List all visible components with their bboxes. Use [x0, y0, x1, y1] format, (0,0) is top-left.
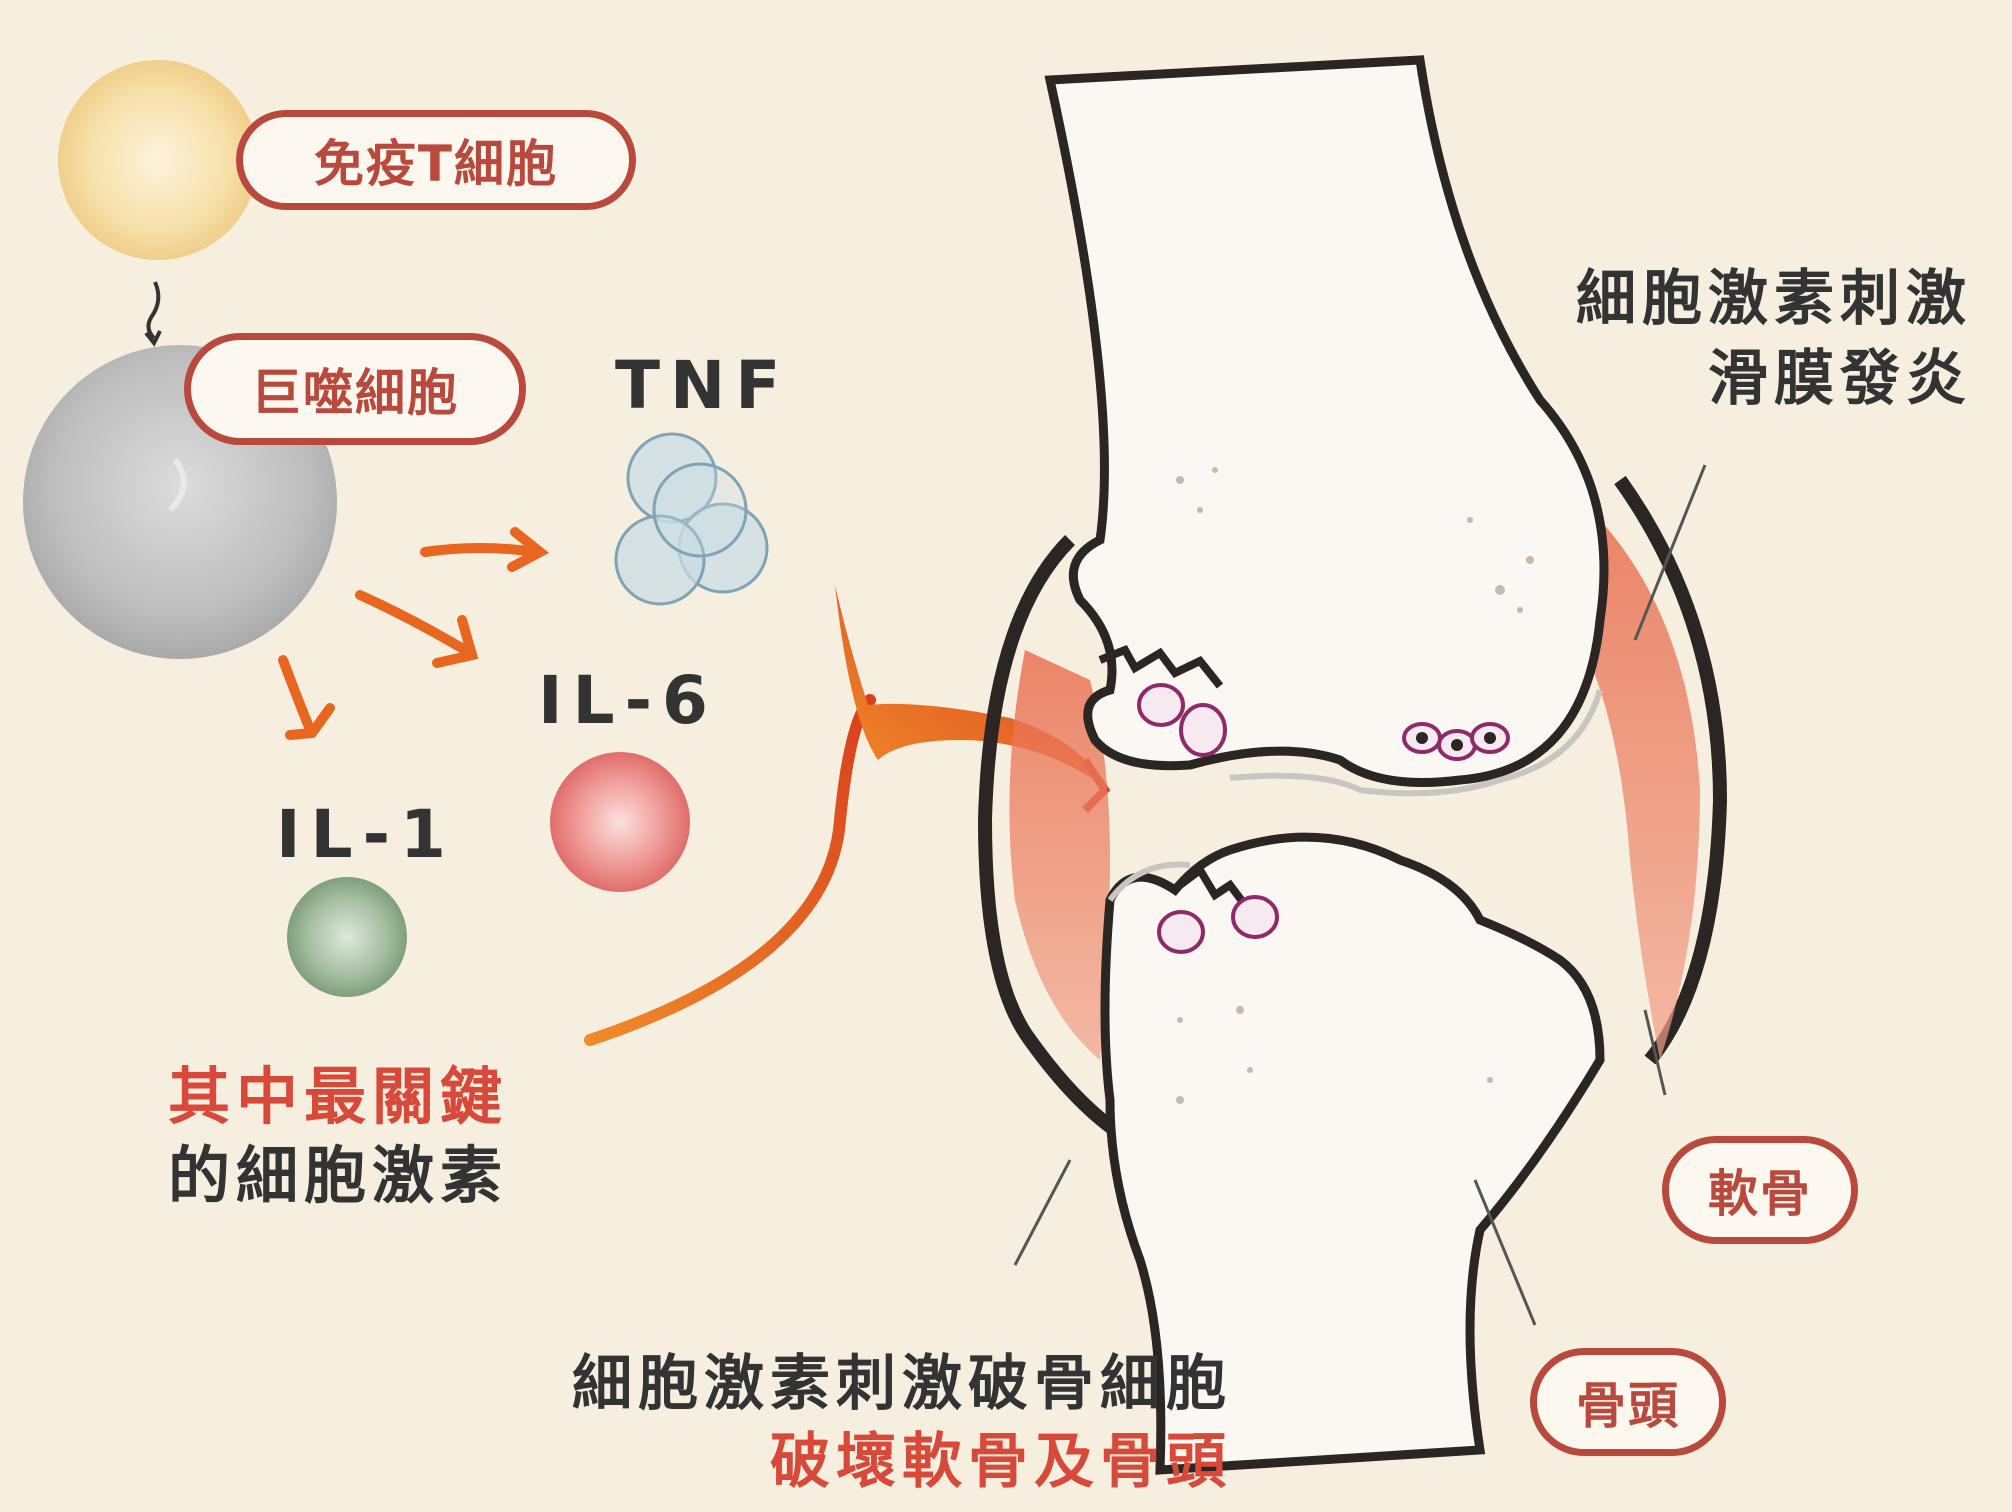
key-note-line1: 其中最關鍵 — [168, 1046, 508, 1136]
il6-molecule-icon — [550, 752, 690, 892]
macrophage-label: 巨噬細胞 — [184, 333, 526, 445]
bone-label: 骨頭 — [1530, 1348, 1726, 1456]
synovium-note-line2: 滑膜發炎 — [1708, 330, 1972, 417]
t-cell-label-text: 免疫T細胞 — [314, 124, 558, 196]
bone-label-text: 骨頭 — [1576, 1366, 1680, 1438]
connector-arrow-icon — [146, 282, 160, 343]
macrophage-label-text: 巨噬細胞 — [251, 353, 459, 425]
tnf-molecule-icon — [616, 434, 767, 604]
arrow-to-il6-icon — [360, 595, 472, 663]
key-note-line2: 的細胞激素 — [168, 1125, 508, 1215]
t-cell-label: 免疫T細胞 — [236, 110, 636, 210]
bone-note-line1: 細胞激素刺激破骨細胞 — [572, 1335, 1232, 1422]
il1-molecule-icon — [287, 877, 407, 997]
il6-label: IL-6 — [538, 662, 718, 739]
t-cell-icon — [58, 60, 258, 260]
cartilage-label: 軟骨 — [1662, 1136, 1858, 1244]
arrow-to-tnf-icon — [425, 532, 540, 567]
tnf-label: TNF — [615, 347, 790, 424]
cartilage-label-text: 軟骨 — [1708, 1154, 1812, 1226]
il1-label: IL-1 — [276, 796, 456, 873]
synovium-note-line1: 細胞激素刺激 — [1576, 250, 1972, 337]
arrow-to-il1-icon — [283, 660, 330, 735]
bone-note-line2: 破壞軟骨及骨頭 — [770, 1413, 1232, 1500]
